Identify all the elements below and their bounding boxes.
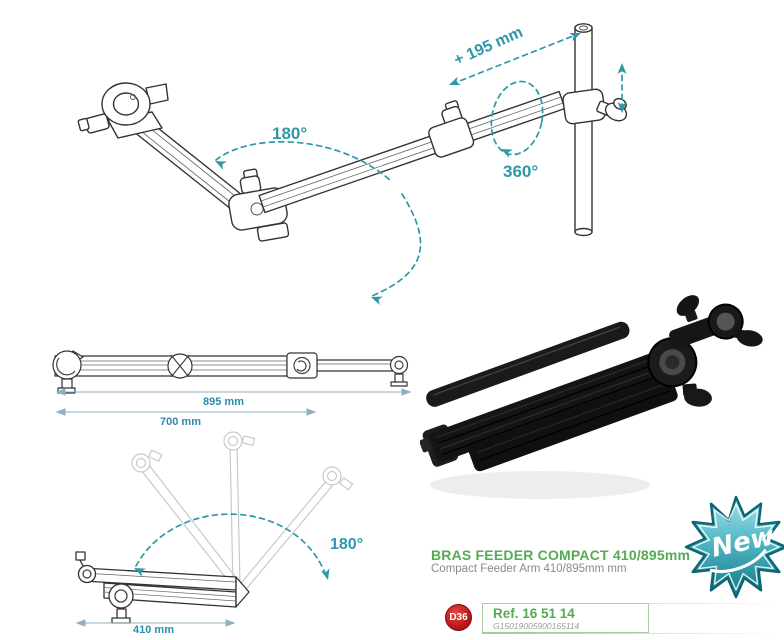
reference-number: Ref. 16 51 14	[493, 606, 575, 621]
top-articulated-arm-diagram	[77, 23, 628, 305]
swing-angle-top-label: 180°	[272, 124, 308, 143]
folded-arm-diagram	[75, 431, 354, 627]
swing-angle-folded-label: 180°	[330, 536, 364, 553]
photo-detached-rod	[426, 321, 630, 407]
diameter-badge: D36	[445, 604, 472, 631]
folded-swing-arc	[135, 513, 328, 579]
diameter-badge-label: D36	[449, 612, 468, 623]
rotation-label: 360°	[503, 162, 539, 181]
photo-lower-bar	[468, 375, 678, 472]
barcode-number: G15019005900165114	[493, 621, 580, 631]
new-badge: New	[684, 495, 784, 599]
rotation-ellipse-360	[490, 80, 544, 156]
folded-arm-body	[75, 551, 250, 624]
ref-bottom-rule	[482, 633, 784, 634]
product-subtitle: Compact Feeder Arm 410/895mm mm	[431, 563, 627, 575]
vertical-pole-drawing	[574, 23, 593, 237]
arrowheads	[215, 32, 627, 305]
left-clamp-drawing	[77, 82, 169, 139]
swing-arc-180	[215, 141, 391, 181]
reference-box: Ref. 16 51 14 G15019005900165114	[482, 603, 649, 633]
extended-arm-left-ring	[52, 350, 84, 394]
photo-pole-clamp	[669, 295, 763, 349]
length-full-label: 895 mm	[203, 396, 244, 408]
product-photo	[420, 295, 763, 499]
product-title: BRAS FEEDER COMPACT 410/895mm	[431, 547, 691, 563]
arm-segment-2-drawing	[258, 90, 566, 214]
new-badge-star	[684, 495, 784, 599]
photo-ring-clamp	[647, 337, 712, 407]
extension-arrow-line	[451, 33, 579, 85]
product-shadow	[430, 471, 650, 499]
extended-arm-clamp	[286, 352, 318, 379]
mid-collar-knob-drawing	[428, 100, 475, 158]
photo-main-bar	[420, 351, 669, 467]
ghost-arm-positions	[131, 431, 354, 595]
length-mid-label: 700 mm	[160, 416, 201, 428]
new-badge-inner-star	[692, 503, 780, 591]
extended-arm-end-ring	[389, 355, 409, 387]
extended-arm-mid-connector	[167, 353, 193, 379]
extended-arm-body	[54, 355, 394, 377]
extended-arm-diagram	[52, 350, 412, 416]
length-folded-label: 410 mm	[133, 624, 174, 636]
fold-down-arc	[371, 193, 422, 297]
new-badge-underline	[709, 549, 767, 573]
